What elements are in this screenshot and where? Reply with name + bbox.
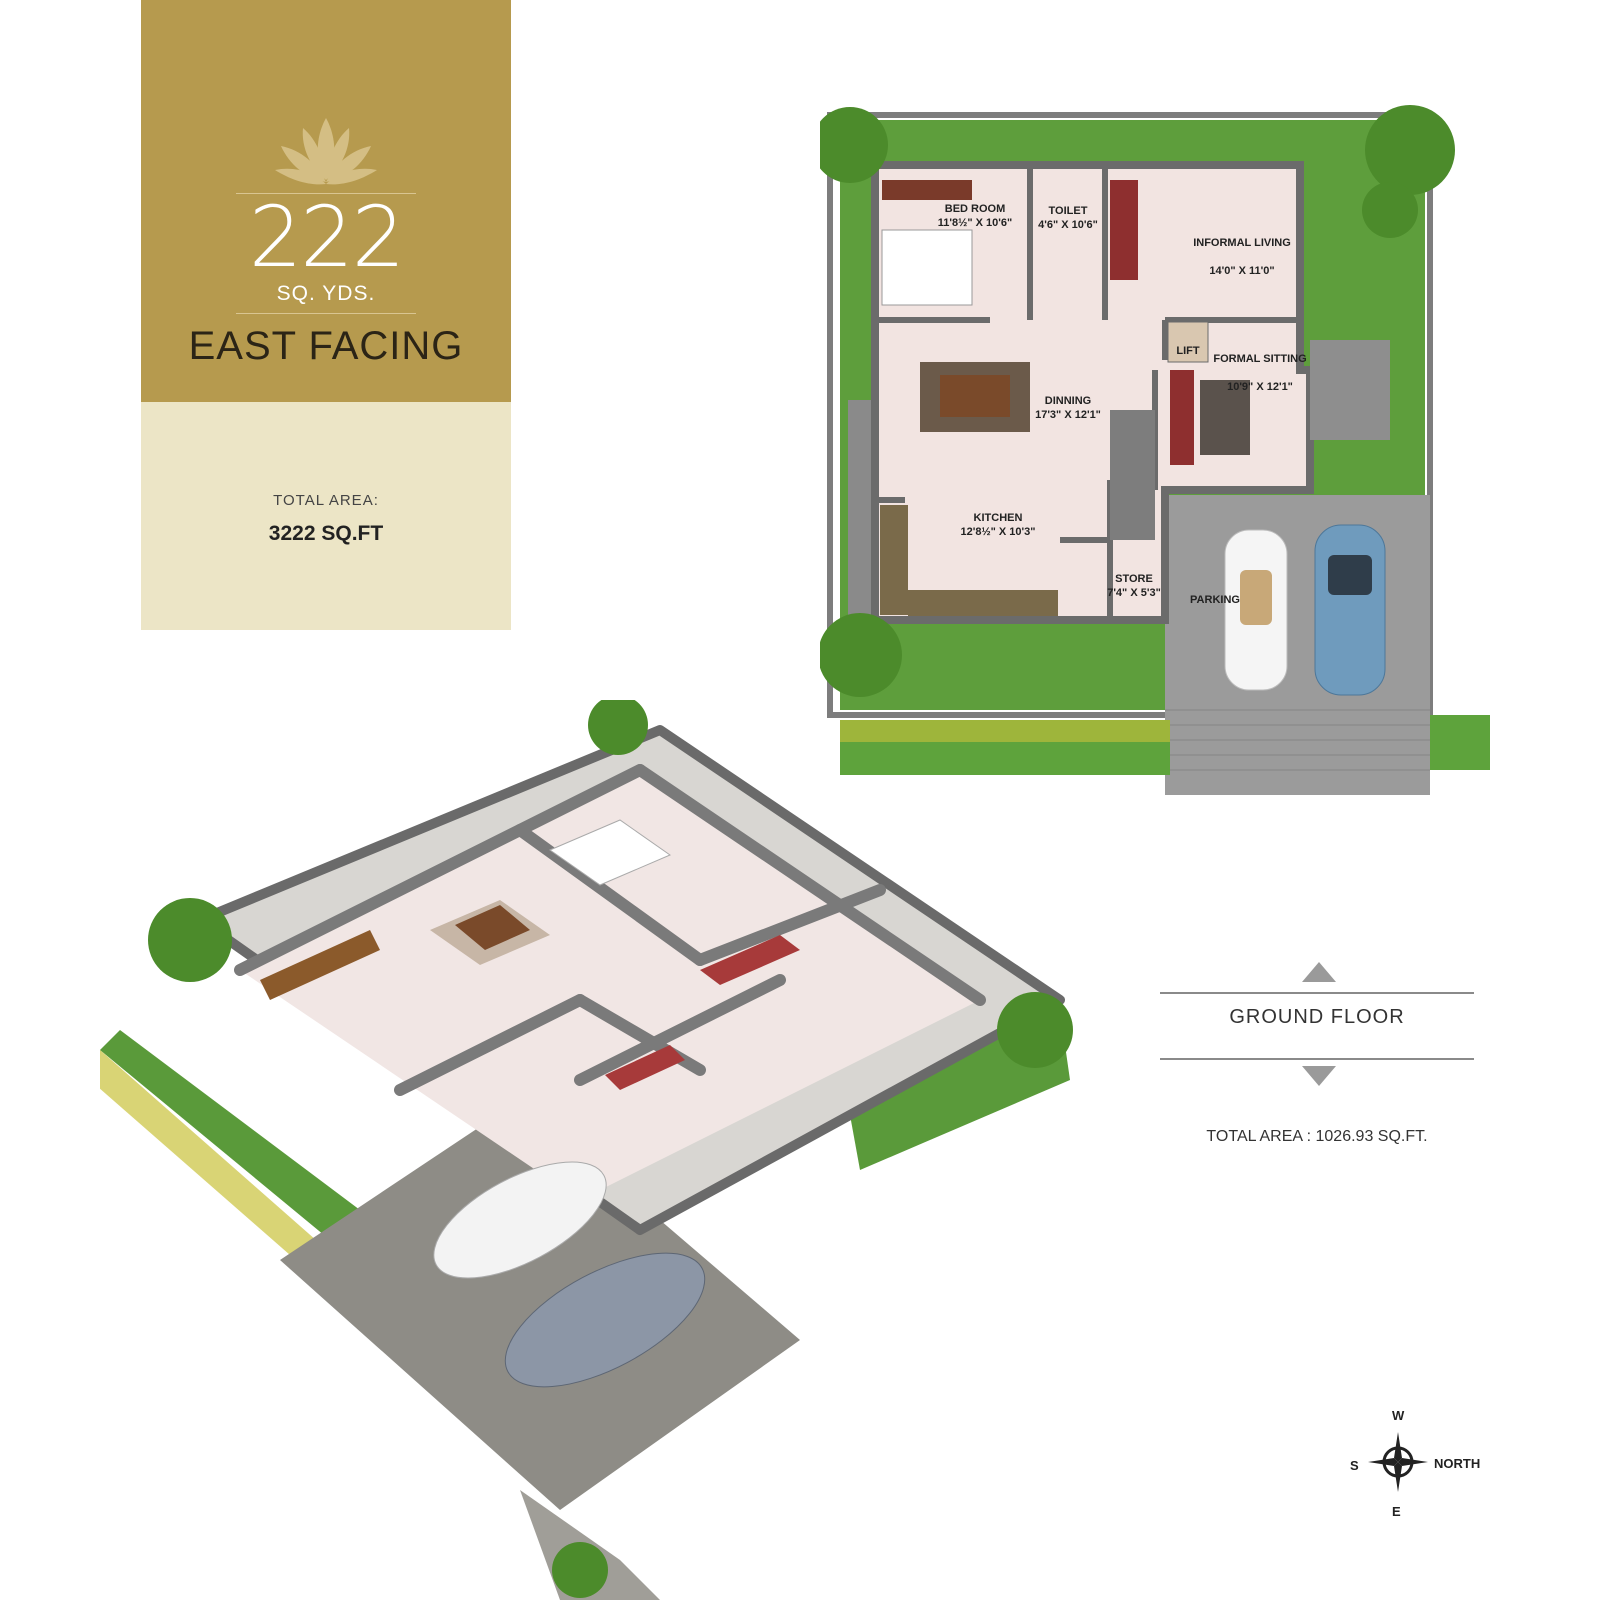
compass-left: S xyxy=(1350,1458,1359,1473)
house-floor xyxy=(871,161,1314,624)
facing-title: EAST FACING xyxy=(188,324,464,368)
patio xyxy=(1310,340,1390,440)
lift xyxy=(1167,321,1209,363)
driveway xyxy=(280,1100,800,1510)
room-label-dinning: DINNING xyxy=(1045,395,1091,407)
cream-panel: TOTAL AREA: 3222 SQ.FT xyxy=(141,402,511,630)
compass-top: W xyxy=(1392,1408,1405,1423)
room-label-parking: PARKING xyxy=(1190,594,1240,606)
driveway xyxy=(1165,495,1430,795)
dining-table-3d xyxy=(455,905,530,950)
blue-car-3d xyxy=(504,1252,706,1388)
room-dims-bed-room: 11'8½" X 10'6" xyxy=(938,217,1012,229)
info-card: 222 SQ. YDS. EAST FACING TOTAL AREA: 322… xyxy=(141,0,511,630)
room-dims-formal-sitting: 10'9" X 12'1" xyxy=(1227,381,1293,393)
room-label-bed-room: BED ROOM xyxy=(945,203,1006,215)
informal-sofa xyxy=(1110,180,1138,280)
left-lawn xyxy=(100,1030,360,1240)
flower-bed xyxy=(840,720,1170,742)
floor-label-block: GROUND FLOOR TOTAL AREA : 1026.93 SQ.FT. xyxy=(1160,962,1474,1152)
sofa-3d xyxy=(700,935,800,985)
arrow-down-icon xyxy=(1302,1066,1336,1086)
sofa-3d xyxy=(605,1045,685,1090)
compass-rose-icon xyxy=(1368,1432,1428,1492)
total-area-value: 3222 SQ.FT xyxy=(268,522,384,545)
car-windshield xyxy=(1328,555,1372,595)
room-dims-dinning: 17'3" X 12'1" xyxy=(1035,409,1101,421)
boundary-wall xyxy=(827,112,1433,718)
formal-sofa xyxy=(1170,370,1194,465)
dining-table xyxy=(940,375,1010,417)
room-label-lift: LIFT xyxy=(1176,345,1199,357)
divider xyxy=(236,193,416,194)
room-dims-toilet: 4'6" X 10'6" xyxy=(1038,219,1098,231)
room-dims-informal-living: 14'0" X 11'0" xyxy=(1209,265,1274,277)
kitchen-counter-3d xyxy=(260,930,380,1000)
arrow-up-icon xyxy=(1302,962,1336,982)
trees xyxy=(820,105,1455,697)
blue-car xyxy=(1314,524,1386,696)
lotus-logo-icon xyxy=(275,118,377,185)
room-label-formal-sitting: FORMAL SITTING xyxy=(1213,353,1306,365)
car-seats xyxy=(1240,570,1272,625)
staircase xyxy=(1110,410,1155,540)
compass: W S NORTH E xyxy=(1340,1408,1500,1519)
kitchen-counter xyxy=(880,505,908,615)
formal-rug xyxy=(1200,380,1250,455)
floor-plan-3d-view xyxy=(100,700,1073,1600)
gold-panel: 222 SQ. YDS. EAST FACING xyxy=(141,0,511,402)
bed xyxy=(881,229,973,306)
floor-name: GROUND FLOOR xyxy=(1229,1006,1405,1028)
room-label-store: STORE xyxy=(1115,573,1153,585)
plot-size-unit: SQ. YDS. xyxy=(276,282,376,305)
kitchen-counter xyxy=(908,590,1058,616)
room-label-kitchen: KITCHEN xyxy=(974,512,1023,524)
compass-right: NORTH xyxy=(1434,1456,1481,1471)
compass-bottom: E xyxy=(1392,1504,1401,1519)
divider xyxy=(1160,1058,1474,1060)
total-area-label: TOTAL AREA: xyxy=(273,492,379,509)
room-label-informal-living: INFORMAL LIVING xyxy=(1193,237,1291,249)
corner-lawn xyxy=(1430,715,1490,770)
room-dims-store: 7'4" X 5'3" xyxy=(1107,587,1161,599)
divider xyxy=(1160,992,1474,994)
divider xyxy=(236,313,416,314)
white-car-3d xyxy=(433,1161,607,1279)
floor-plan-2d: BED ROOM 11'8½" X 10'6" TOILET 4'6" X 10… xyxy=(820,105,1490,795)
room-label-toilet: TOILET xyxy=(1049,205,1088,217)
wardrobe xyxy=(882,180,972,200)
driveway-lines xyxy=(1165,709,1430,771)
plot-size-number: 222 xyxy=(248,188,405,286)
room-dims-kitchen: 12'8½" X 10'3" xyxy=(961,526,1036,538)
bed-3d xyxy=(548,819,672,886)
floor-total-area: TOTAL AREA : 1026.93 SQ.FT. xyxy=(1206,1128,1428,1145)
flower-bed xyxy=(100,1050,350,1290)
trees-3d xyxy=(148,700,1073,1598)
